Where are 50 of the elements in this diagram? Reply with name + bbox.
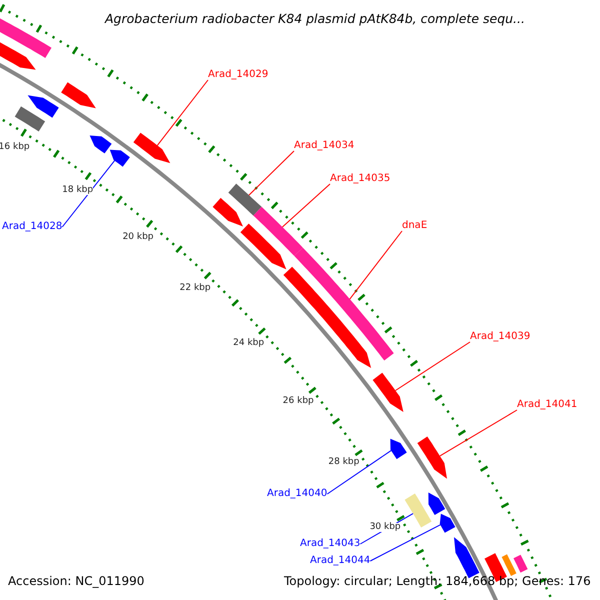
- gene-label: Arad_14028: [2, 222, 62, 232]
- gene-block: [440, 514, 456, 533]
- scale-label: 22 kbp: [180, 284, 211, 294]
- scale-label: 28 kbp: [328, 458, 360, 468]
- gene-label: Arad_14029: [208, 70, 268, 80]
- leader-line: [439, 410, 518, 456]
- scale-label: 24 kbp: [233, 338, 264, 348]
- scale-label: 20 kbp: [122, 233, 154, 242]
- gene-block: [90, 136, 112, 154]
- gene-block: [283, 266, 372, 368]
- gene-block: [133, 132, 170, 164]
- gene-block: [404, 494, 432, 528]
- gene-band: [514, 554, 528, 573]
- leader-line: [156, 80, 208, 146]
- leader-line: [282, 184, 330, 228]
- gene-label: dnaE: [402, 221, 428, 231]
- gene-block: [14, 106, 46, 132]
- gene-block: [428, 492, 446, 515]
- gene-label: Arad_14034: [294, 141, 354, 151]
- gene-block: [212, 198, 243, 226]
- leader-line: [62, 160, 116, 228]
- scale-label: 26 kbp: [282, 397, 314, 406]
- gene-block: [417, 436, 447, 479]
- gene-label: Arad_14040: [267, 489, 328, 499]
- gene-block: [228, 184, 262, 216]
- scale-label: 18 kbp: [62, 186, 94, 196]
- gene-band: [253, 206, 303, 256]
- scale-label: 16 kbp: [0, 143, 30, 152]
- leader-line: [370, 524, 441, 562]
- gene-band: [294, 248, 394, 360]
- leader-line: [394, 342, 470, 392]
- gene-label: Arad_14035: [330, 174, 390, 184]
- gene-label: Arad_14041: [517, 400, 578, 410]
- gene-block: [390, 438, 407, 460]
- summary-text: Topology: circular; Length: 184,668 bp; Genes: 176: [284, 575, 591, 587]
- title: Agrobacterium radiobacter K84 plasmid pAtK84b, complete sequ...: [105, 13, 525, 26]
- gene-band: [502, 554, 516, 576]
- leader-line: [349, 230, 402, 300]
- leader-line: [326, 450, 392, 494]
- gene-block: [372, 372, 404, 412]
- gene-block: [28, 95, 59, 118]
- gene-block: [110, 150, 130, 167]
- scale-label: 30 kbp: [370, 522, 401, 532]
- leader-line: [248, 150, 294, 196]
- gene-label: Arad_14044: [310, 556, 370, 566]
- accession-text: Accession: NC_011990: [8, 575, 144, 587]
- gene-label: Arad_14043: [300, 539, 360, 549]
- gene-label: Arad_14039: [470, 332, 530, 342]
- gene-block: [240, 224, 286, 270]
- gene-block: [61, 82, 96, 108]
